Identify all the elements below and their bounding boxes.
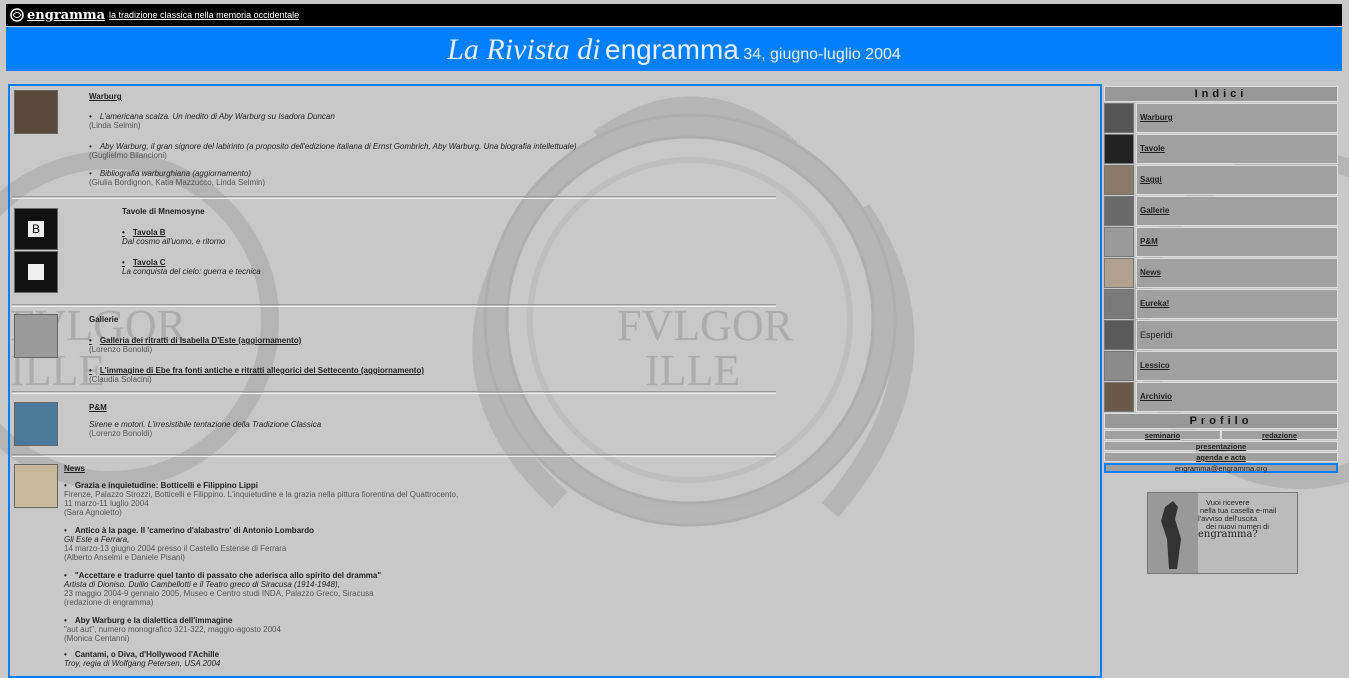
sidebar-item-archivio[interactable]: Archivio [1104,382,1338,412]
pm-index-image [1104,227,1134,257]
gallerie-index-image [1104,196,1134,226]
profilo-header: Profilo [1104,413,1338,429]
esperidi-index-image [1104,320,1134,350]
indici-header: Indici [1104,86,1338,102]
news-item-1[interactable]: Grazia e inquietudine: Botticelli e Fili… [64,481,458,517]
warburg-item-1[interactable]: L'americana scalza. Un inedito di Aby Wa… [89,112,335,130]
sidebar-item-lessico[interactable]: Lessico [1104,351,1338,381]
brand-link[interactable]: engramma [27,7,106,23]
promo-text: Vuoi ricevere nella tua casella e-mail l… [1198,498,1277,540]
banner-title-name: engramma [605,34,739,65]
agenda-link[interactable]: agenda e acta [1104,452,1338,462]
tavole-title: Tavole di Mnemosyne [122,207,205,216]
warburg-item-2[interactable]: Aby Warburg, il gran signore del labirin… [89,142,577,160]
sidebar-item-esperidi: Esperidi [1104,320,1338,350]
sidebar-item-warburg[interactable]: Warburg [1104,103,1338,133]
title-banner: La Rivista di engramma 34, giugno-luglio… [6,27,1342,71]
presentazione-link[interactable]: presentazione [1104,441,1338,451]
news-thumbnail[interactable] [14,464,58,508]
gallerie-item-2[interactable]: L'immagine di Ebe fra fonti antiche e ri… [89,366,424,384]
pm-line1: Sirene e motori. L'irresistibile tentazi… [89,420,322,429]
news-item-5[interactable]: Cantami, o Diva, d'Hollywood l'Achille T… [64,650,220,668]
sidebar-item-pm[interactable]: P&M [1104,227,1338,257]
eureka-index-image [1104,289,1134,319]
lessico-index-image [1104,351,1134,381]
news-item-4[interactable]: Aby Warburg e la dialettica dell'immagin… [64,616,281,643]
tavole-index-image [1104,134,1134,164]
tavola-c-item[interactable]: Tavola C La conquista del cielo: guerra … [122,258,261,276]
statue-figure-icon [1148,493,1198,573]
tavola-b-item[interactable]: Tavola B Dal cosmo all'uomo, e ritorno [122,228,225,246]
tagline-link[interactable]: la tradizione classica nella memoria occ… [109,10,300,20]
tavola-c-thumbnail[interactable] [14,251,58,293]
news-title[interactable]: News [64,464,85,473]
sidebar-item-gallerie[interactable]: Gallerie [1104,196,1338,226]
archivio-index-image [1104,382,1134,412]
warburg-thumbnail[interactable] [14,90,58,134]
divider [12,391,776,394]
sidebar-item-tavole[interactable]: Tavole [1104,134,1338,164]
news-item-2[interactable]: Antico à la page. Il 'camerino d'alabast… [64,526,314,562]
divider [12,304,776,307]
divider [12,196,776,199]
engramma-logo-icon[interactable] [10,8,24,22]
gallerie-title: Gallerie [89,315,119,324]
sidebar-item-saggi[interactable]: Saggi [1104,165,1338,195]
news-index-image [1104,258,1134,288]
tavola-b-thumbnail[interactable]: B [14,208,58,250]
email-link[interactable]: engramma@engramma.org [1104,463,1338,473]
sidebar-item-eureka[interactable]: Eureka! [1104,289,1338,319]
warburg-index-image [1104,103,1134,133]
main-content: Warburg L'americana scalza. Un inedito d… [8,84,1102,678]
gallerie-item-1[interactable]: Galleria dei ritratti di Isabella D'Este… [89,336,301,354]
banner-title-italic: La Rivista di [447,33,601,66]
gallerie-thumbnail[interactable] [14,314,58,358]
banner-issue: 34, giugno-luglio 2004 [743,46,901,63]
profilo-row-1: seminario redazione [1104,430,1338,440]
divider [12,454,776,457]
pm-thumbnail[interactable] [14,402,58,446]
profilo-row-3: agenda e acta [1104,452,1338,462]
newsletter-promo[interactable]: Vuoi ricevere nella tua casella e-mail l… [1147,492,1298,574]
pm-line2: (Lorenzo Bonoldi) [89,429,153,438]
redazione-link[interactable]: redazione [1221,430,1338,440]
profilo-row-4: engramma@engramma.org [1104,463,1338,473]
top-bar: engramma la tradizione classica nella me… [6,4,1342,26]
pm-title[interactable]: P&M [89,403,107,412]
saggi-index-image [1104,165,1134,195]
seminario-link[interactable]: seminario [1104,430,1221,440]
sidebar-item-news[interactable]: News [1104,258,1338,288]
warburg-title[interactable]: Warburg [89,92,122,101]
sidebar: Indici Warburg Tavole Saggi Gallerie P&M… [1104,86,1338,473]
profilo-row-2: presentazione [1104,441,1338,451]
news-item-3[interactable]: "Accettare e tradurre quel tanto di pass… [64,571,381,607]
warburg-item-3[interactable]: Bibliografia warburghiana (aggiornamento… [89,169,265,187]
